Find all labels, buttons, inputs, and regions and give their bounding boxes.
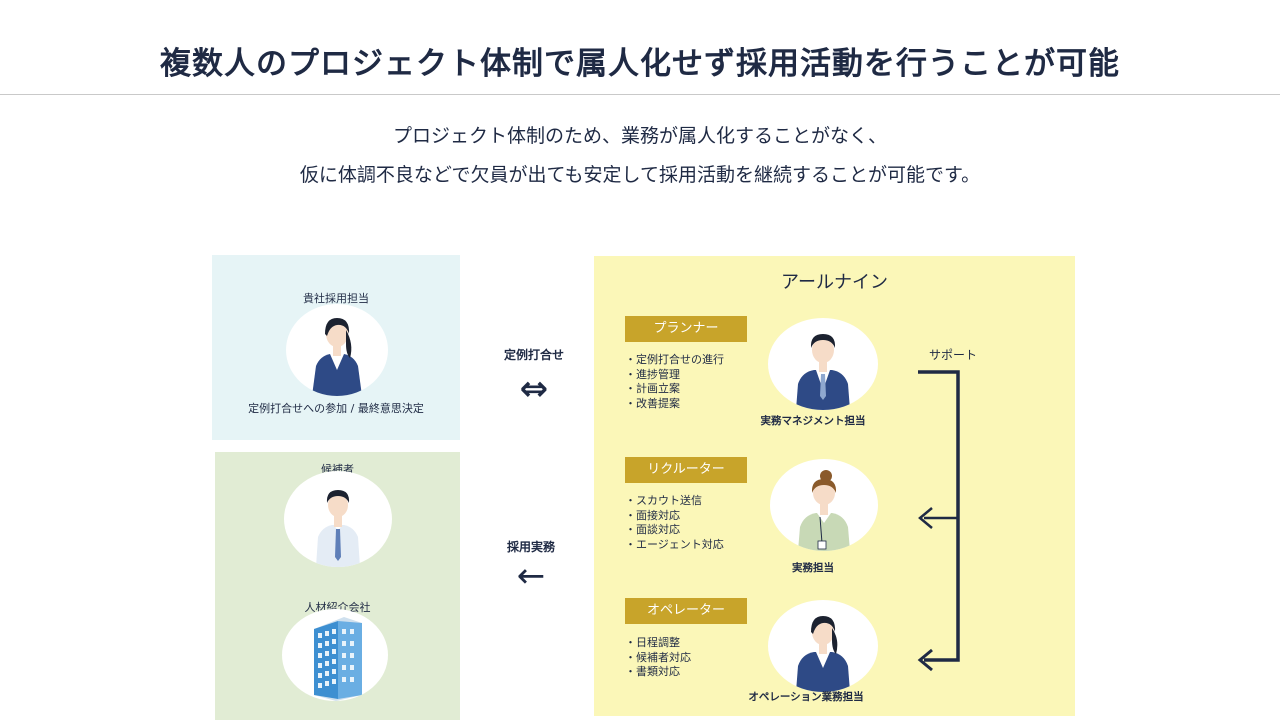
recruiter-task-list: ・スカウト送信 ・面接対応 ・面談対応 ・エージェント対応 xyxy=(625,494,724,552)
role-badge-planner: プランナー xyxy=(625,316,747,342)
list-item: ・面談対応 xyxy=(625,523,680,536)
list-item: ・日程調整 xyxy=(625,636,680,649)
recruiter-avatar xyxy=(770,459,878,551)
list-item: ・エージェント対応 xyxy=(625,537,724,551)
double-arrow-icon: ⇔ xyxy=(519,369,549,409)
role-badge-recruiter: リクルーター xyxy=(625,457,747,483)
role-badge-operator: オペレーター xyxy=(625,598,747,624)
client-label: 貴社採用担当 xyxy=(303,292,369,305)
r9-title: アールナイン xyxy=(781,272,888,293)
operator-task-list: ・日程調整 ・候補者対応 ・書類対応 xyxy=(625,636,691,680)
practice-label: 採用実務 xyxy=(506,540,555,554)
list-item: ・面接対応 xyxy=(625,508,680,522)
meeting-label: 定例打合せ xyxy=(503,348,564,362)
list-item: ・書類対応 xyxy=(625,665,680,678)
left-arrow-icon: ← xyxy=(516,556,546,596)
arrowhead-icon xyxy=(917,648,933,672)
list-item: ・計画立案 xyxy=(625,382,680,395)
list-item: ・候補者対応 xyxy=(625,650,691,664)
planner-task-list: ・定例打合せの進行 ・進捗管理 ・計画立案 ・改善提案 xyxy=(625,353,724,411)
operator-person-label: オペレーション業務担当 xyxy=(748,691,864,703)
planner-avatar xyxy=(768,318,878,410)
arrowhead-icon xyxy=(918,507,933,529)
businesswoman-icon xyxy=(312,318,362,396)
agency-avatar xyxy=(282,609,388,701)
support-bracket-line xyxy=(918,370,960,662)
client-caption: 定例打合せへの参加 / 最終意思決定 xyxy=(248,402,424,415)
recruiter-person-label: 実務担当 xyxy=(792,562,834,574)
page-title: 複数人のプロジェクト体制で属人化せず採用活動を行うことが可能 xyxy=(160,46,1120,82)
list-item: ・進捗管理 xyxy=(625,367,680,381)
candidate-man-icon xyxy=(316,490,360,567)
client-avatar xyxy=(286,304,388,396)
subtitle-line-2: 仮に体調不良などで欠員が出ても安定して採用活動を継続することが可能です。 xyxy=(299,164,981,186)
title-divider xyxy=(0,94,1280,95)
office-building-icon xyxy=(314,617,362,701)
businessman-icon xyxy=(796,334,850,410)
operator-avatar xyxy=(768,600,878,692)
operator-woman-icon xyxy=(796,616,850,692)
list-item: ・改善提案 xyxy=(625,396,680,410)
candidate-avatar xyxy=(284,471,392,567)
list-item: ・定例打合せの進行 xyxy=(625,353,724,366)
subtitle-line-1: プロジェクト体制のため、業務が属人化することがなく、 xyxy=(392,125,887,147)
staff-woman-icon xyxy=(798,470,850,551)
planner-person-label: 実務マネジメント担当 xyxy=(760,415,866,427)
list-item: ・スカウト送信 xyxy=(625,494,702,507)
support-bracket xyxy=(917,370,960,672)
support-label: サポート xyxy=(928,348,977,362)
